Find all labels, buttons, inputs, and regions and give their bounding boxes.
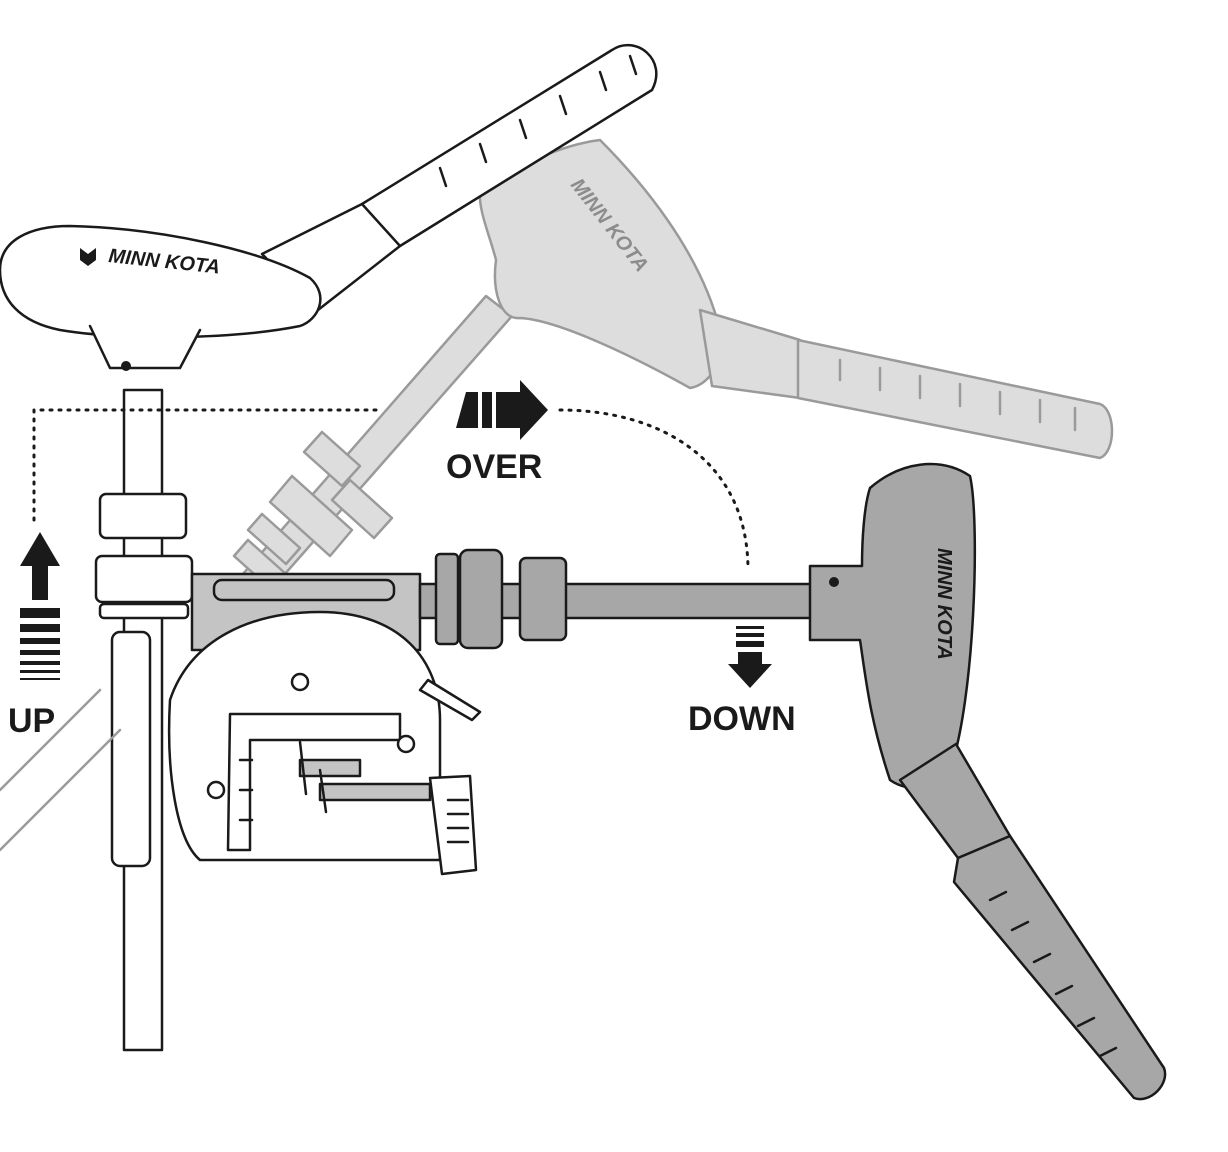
arrow-up-icon bbox=[20, 532, 60, 680]
ghost-motor: MINN KOTA bbox=[232, 43, 1114, 602]
over-label: OVER bbox=[446, 448, 542, 486]
lowered-motor: MINN KOTA bbox=[418, 462, 1167, 1101]
mount-assembly bbox=[0, 388, 482, 1052]
up-dotted-path bbox=[32, 408, 378, 522]
down-label: DOWN bbox=[688, 700, 796, 738]
upright-motor: MINN KOTA bbox=[0, 224, 322, 371]
over-dotted-path bbox=[558, 408, 750, 572]
arrow-right-icon bbox=[456, 380, 548, 440]
lowered-brand-text: MINN KOTA bbox=[933, 548, 955, 660]
motion-paths bbox=[32, 408, 750, 572]
minn-kota-logo-icon bbox=[80, 248, 96, 266]
arrow-down-icon bbox=[728, 626, 772, 688]
up-label: UP bbox=[8, 702, 55, 740]
